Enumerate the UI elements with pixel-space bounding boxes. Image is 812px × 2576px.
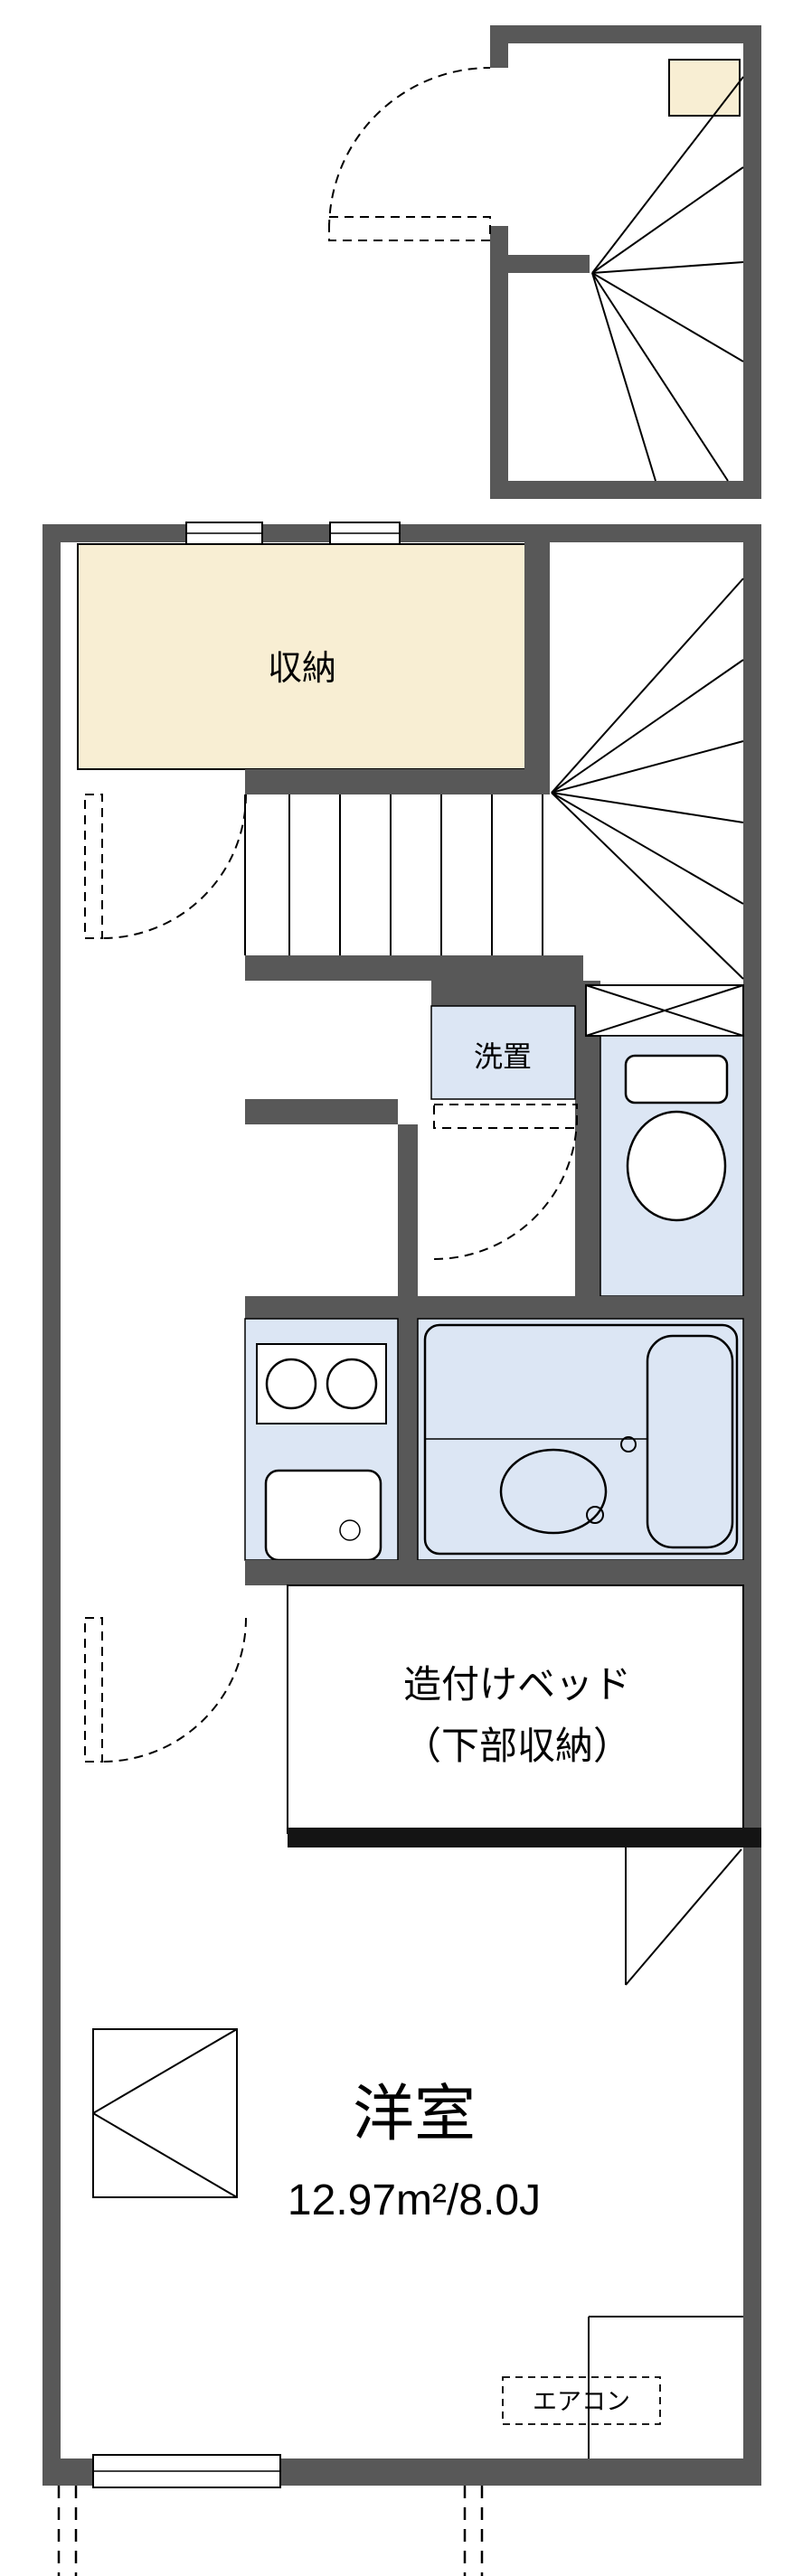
wall-washer-top bbox=[431, 981, 586, 1006]
storage-shelf bbox=[668, 59, 741, 117]
bathtub-icon bbox=[646, 1334, 734, 1549]
tub-oval-icon bbox=[499, 1448, 608, 1535]
room-area-label: 12.97m²/8.0J bbox=[288, 2176, 541, 2224]
window-top-2 bbox=[329, 522, 401, 545]
wall-right bbox=[743, 25, 761, 499]
wall-bath-top bbox=[245, 1296, 761, 1319]
closet bbox=[92, 2028, 238, 2198]
closet-outline bbox=[92, 2028, 238, 2198]
wall-hall-divider bbox=[398, 1124, 418, 1560]
alcove-lines bbox=[588, 2316, 743, 2458]
wall-below-storage bbox=[245, 769, 524, 794]
room-name-label: 洋室 bbox=[353, 2080, 476, 2148]
sink-icon bbox=[264, 1469, 382, 1562]
corner-slope-lines bbox=[625, 1847, 742, 1986]
built-in-bed: 造付けベッド （下部収納） bbox=[287, 1584, 761, 1847]
door-leaf bbox=[84, 794, 103, 939]
bed-label-line1: 造付けベッド bbox=[403, 1663, 631, 1706]
drain-icon bbox=[620, 1436, 637, 1453]
main-outer-walls bbox=[42, 524, 761, 2486]
staircase-steps bbox=[244, 794, 543, 955]
tub-knob-icon bbox=[586, 1506, 604, 1524]
door-arc bbox=[101, 794, 247, 939]
wall-left-upper bbox=[490, 25, 508, 68]
door-arc bbox=[433, 1115, 578, 1260]
wall-top bbox=[42, 524, 761, 542]
bathroom bbox=[417, 1318, 744, 1561]
aircon-box: エアコン bbox=[502, 2376, 661, 2425]
door-arc bbox=[101, 1617, 247, 1763]
door-leaf bbox=[328, 216, 491, 241]
bed-edge-bar bbox=[288, 1828, 761, 1847]
window-bottom bbox=[92, 2454, 281, 2488]
bed-label-line2: （下部収納） bbox=[403, 1725, 631, 1767]
kitchen bbox=[244, 1318, 399, 1562]
bedroom-door-swing bbox=[84, 1617, 247, 1763]
wall-top bbox=[490, 25, 761, 43]
wall-hall-stub bbox=[245, 1099, 398, 1124]
hall-door-swing bbox=[84, 794, 247, 939]
wall-bottom bbox=[490, 481, 761, 499]
storage-label: 収納 bbox=[268, 650, 336, 688]
burner-icon bbox=[265, 1358, 317, 1410]
wall-stub bbox=[508, 255, 590, 273]
washer-label: 洗置 bbox=[474, 1040, 532, 1073]
wall-bath-bottom bbox=[245, 1560, 761, 1585]
duct-box bbox=[585, 984, 744, 1037]
wall-stair-bottom bbox=[245, 955, 583, 981]
sink-drain-icon bbox=[339, 1519, 361, 1541]
stair-fan bbox=[591, 76, 744, 482]
washer-space bbox=[430, 1005, 576, 1100]
entrance-door-swing bbox=[328, 67, 491, 241]
upper-stairwell-section bbox=[328, 25, 761, 499]
aircon-outline bbox=[502, 2376, 661, 2425]
aircon-label: エアコン bbox=[533, 2388, 630, 2415]
wall-right bbox=[743, 524, 761, 2486]
burner-icon bbox=[326, 1358, 378, 1410]
wall-left bbox=[42, 524, 61, 2486]
toilet-room bbox=[600, 1035, 744, 1297]
storage-room bbox=[77, 543, 527, 770]
door-arc bbox=[328, 67, 491, 230]
door-leaf bbox=[84, 1617, 103, 1763]
boundary-dashed-lines bbox=[57, 2486, 484, 2576]
toilet-tank-icon bbox=[624, 1054, 729, 1105]
door-leaf bbox=[433, 1104, 578, 1129]
window-top-1 bbox=[185, 522, 263, 545]
staircase-fan bbox=[551, 578, 744, 980]
wall-left-lower bbox=[490, 226, 508, 499]
washroom-door-swing bbox=[433, 1104, 578, 1260]
wall-right-of-storage bbox=[524, 542, 550, 794]
toilet-bowl-icon bbox=[626, 1110, 727, 1222]
bed-outline bbox=[287, 1584, 744, 1834]
